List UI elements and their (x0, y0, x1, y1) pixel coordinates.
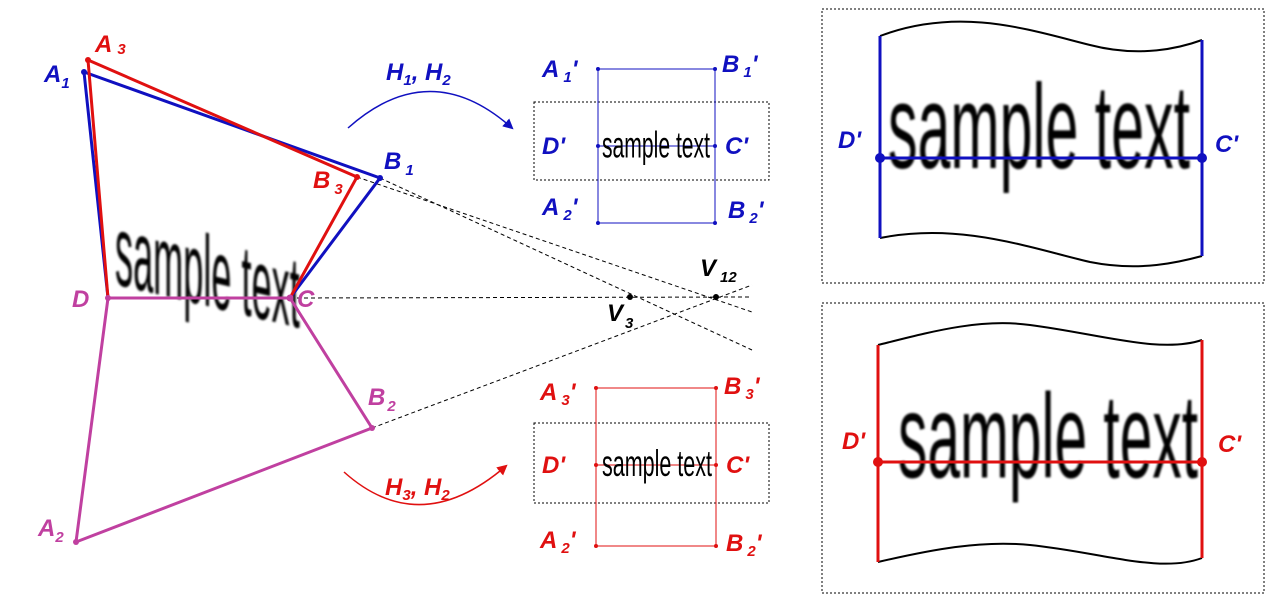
label-a2: A2 (37, 515, 64, 546)
panel-bottom-label-d-prime: D' (842, 428, 866, 455)
magenta-quadrilateral (74, 296, 375, 545)
vertex-points (73, 57, 719, 545)
rect-top-sample-text: sample text (602, 124, 710, 166)
panel-bottom-label-c-prime: C' (1218, 431, 1242, 458)
panel-top-label-d-prime: D' (838, 127, 862, 154)
point-a2 (73, 539, 79, 545)
transform-top: H1, H2 (347, 59, 514, 130)
rect-bottom-dot-c (714, 463, 718, 467)
panel-bottom-dot-d (873, 457, 883, 467)
rect-bottom-dot-a2 (594, 544, 598, 548)
dotted-text-box-bottom (533, 422, 770, 504)
panel-top: sample text D' C' (821, 8, 1265, 284)
line-b2-v12 (371, 284, 753, 429)
point-a3 (85, 57, 91, 63)
panel-bottom-wave-top (877, 322, 1203, 346)
rect-bottom-sample-text: sample text (602, 443, 712, 485)
panel-top-sample-text: sample text (888, 61, 1190, 195)
point-b3 (354, 174, 360, 180)
rect-bottom-dot-b2 (714, 544, 718, 548)
panel-top-wave-bottom (879, 232, 1203, 268)
rect-top-dot-a2 (596, 221, 600, 225)
panel-top-dot-d (875, 153, 885, 163)
label-d-prime-bottom: D' (542, 452, 566, 479)
rect-bottom-dot-b3 (714, 386, 718, 390)
label-c-prime-top: C' (725, 133, 749, 160)
line-c-horizon (289, 296, 753, 299)
point-c (286, 294, 294, 302)
panel-bottom-dot-c (1197, 457, 1207, 467)
panel-bottom-wave-bottom (877, 542, 1203, 565)
rect-bottom-dot-d (594, 463, 598, 467)
dotted-text-box-top (533, 101, 770, 181)
panel-bottom-frame (821, 302, 1265, 594)
panel-bottom-sample-text: sample text (898, 370, 1198, 504)
point-v3 (627, 294, 633, 300)
label-d: D (72, 286, 89, 313)
transform-bottom: H3, H2 (343, 464, 508, 506)
panel-top-dot-c (1197, 153, 1207, 163)
line-b1-v3 (379, 177, 753, 351)
panel-top-label-c-prime: C' (1215, 131, 1239, 158)
rect-top-dot-b1 (713, 67, 717, 71)
point-b2 (369, 425, 375, 431)
panel-top-wave-top (879, 20, 1203, 53)
label-transform-top: H1, H2 (386, 59, 451, 89)
rect-top-dot-b2 (713, 221, 717, 225)
label-d-prime-top: D' (542, 133, 566, 160)
label-transform-bottom: H3, H2 (385, 474, 450, 504)
distorted-text: sample text (115, 194, 300, 350)
point-a1 (81, 69, 87, 75)
rect-top-dot-a1 (596, 67, 600, 71)
label-a1: A1 (43, 61, 70, 92)
rect-top-dot-c (713, 144, 717, 148)
point-b1 (377, 175, 383, 181)
arrow-bottom (343, 464, 508, 506)
vanishing-construction-lines (289, 176, 753, 429)
distorted-sample-text: sample text (115, 194, 300, 350)
label-c-prime-bottom: C' (726, 452, 750, 479)
rect-bottom-dot-a3 (594, 386, 598, 390)
panel-bottom: sample text D' C' (821, 302, 1265, 594)
panel-top-frame (821, 8, 1265, 284)
point-d (105, 295, 111, 301)
point-v12 (713, 294, 719, 300)
arrow-top (347, 90, 514, 130)
rect-top-dot-d (596, 144, 600, 148)
label-c: C (297, 286, 315, 313)
